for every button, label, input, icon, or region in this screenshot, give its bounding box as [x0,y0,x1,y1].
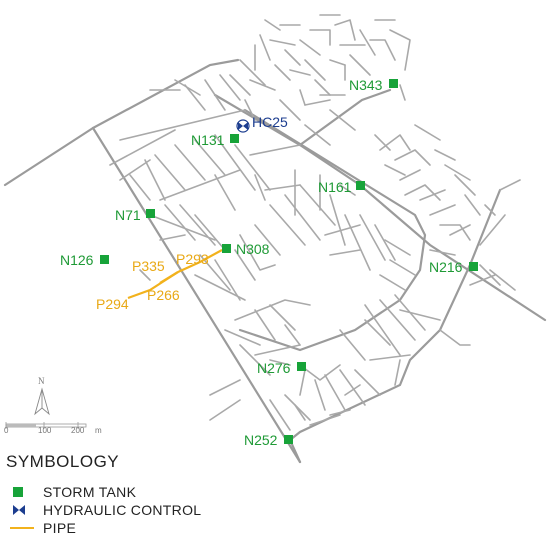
storm-tank-marker [100,255,109,264]
pipe-label: P335 [132,258,165,274]
legend-label: PIPE [43,520,77,536]
pipes-layer [127,249,223,300]
scale-tick-label: 200 [71,426,85,435]
hydraulic-control-icon [236,119,250,133]
scale-tick-label: 100 [38,426,52,435]
storm-tank-marker [356,181,365,190]
storm-tank-marker [389,79,398,88]
pipe-label: P266 [147,287,180,303]
legend-item-storm-tank: STORM TANK [6,484,306,500]
north-arrow: N [34,376,50,416]
storm-tank-marker [284,435,293,444]
storm-tank-marker [146,209,155,218]
pipe-label: P294 [96,296,129,312]
scale-tick-label: 0 [4,426,9,435]
legend-label: HYDRAULIC CONTROL [43,502,202,518]
north-arrow-label: N [38,376,45,386]
scale-unit-label: m [95,426,102,435]
pipe-label: P293 [176,251,209,267]
legend-label: STORM TANK [43,484,137,500]
legend: SYMBOLOGY STORM TANK HYDRAULIC CONTROL P… [6,452,306,538]
scale-bar: 0 100 200 m [4,422,102,435]
hydraulic-control-label: HC25 [252,114,288,130]
storm-tank-label: N216 [429,259,463,275]
storm-tank-label: N308 [236,241,270,257]
storm-tank-label: N276 [257,360,291,376]
legend-title: SYMBOLOGY [6,452,120,471]
legend-item-pipe: PIPE [6,520,306,536]
sewer-network [3,14,547,464]
legend-item-hydraulic-control: HYDRAULIC CONTROL [6,502,306,518]
pipe-labels: P335 P293 P266 P294 [96,251,209,312]
storm-tank-label: N252 [244,432,278,448]
storm-tank-label: N161 [318,179,352,195]
storm-tank-label: N131 [191,132,225,148]
storm-tank-icon [13,487,23,497]
storm-tank-label: N126 [60,252,94,268]
hydraulic-control-icon [13,505,25,515]
storm-tank-marker [469,262,478,271]
pipe-icon [10,527,34,529]
storm-tank-marker [230,134,239,143]
hydraulic-controls: HC25 [236,114,288,133]
storm-tank-marker [297,362,306,371]
pipe-segment [177,249,223,274]
storm-tanks: N343 N131 N161 N71 N308 N126 N216 N276 N… [60,77,478,448]
storm-tank-label: N343 [349,77,383,93]
storm-tank-marker [222,244,231,253]
pipe-segment [159,271,179,284]
storm-tank-label: N71 [115,207,141,223]
